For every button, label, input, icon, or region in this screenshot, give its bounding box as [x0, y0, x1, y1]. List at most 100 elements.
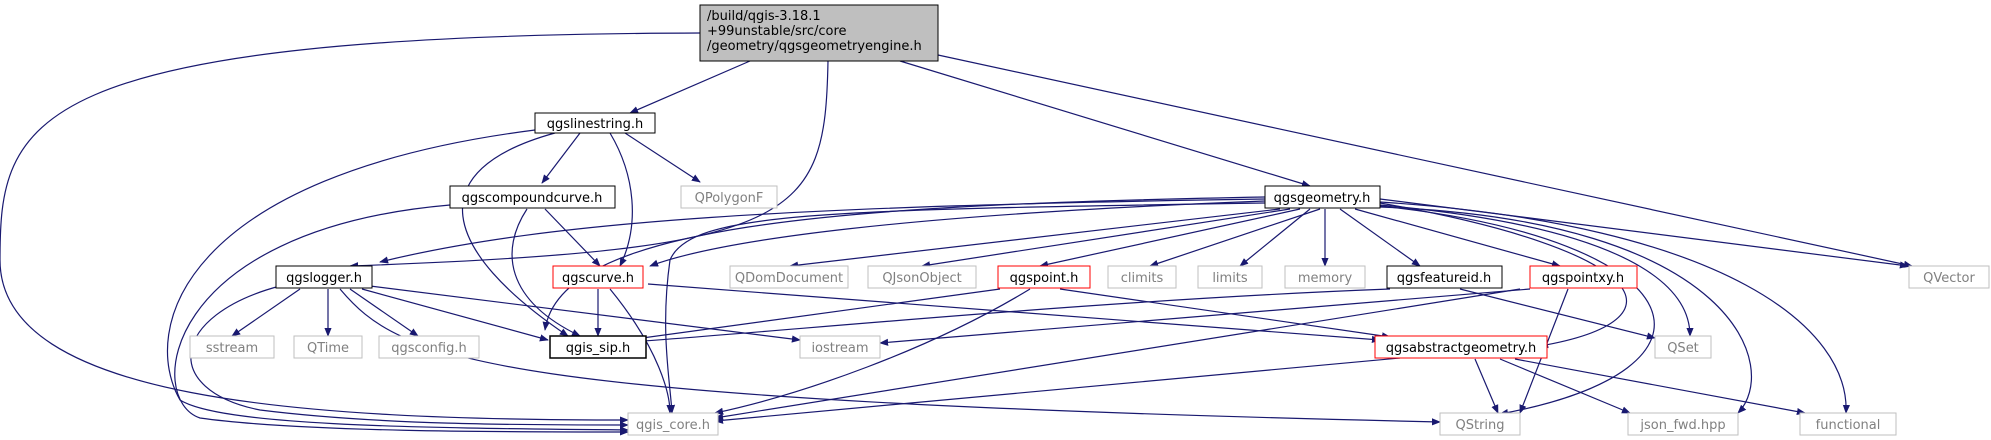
edge-qgscompoundcurve-to-qgis-core	[174, 204, 629, 436]
edge-qgsabstractgeometry-to-qstring	[1474, 358, 1499, 414]
edge-qgsgeometry-to-json-fwd	[1379, 206, 1753, 414]
node-qgis-core: qgis_core.h	[627, 412, 719, 436]
node-qgspointxy[interactable]: qgspointxy.h	[1529, 265, 1638, 289]
root-label-line-1: /build/qgis-3.18.1	[707, 9, 821, 24]
edge-qgslogger-to-iostream	[369, 285, 801, 343]
edge-qgslogger-to-qgis-sip	[361, 288, 549, 342]
node-qgsconfig: qgsconfig.h	[378, 335, 480, 359]
edge-qgsgeometry-to-qgslogger	[379, 198, 1266, 264]
node-label: qgsconfig.h	[391, 341, 466, 356]
node-qgis-sip[interactable]: qgis_sip.h	[549, 335, 647, 359]
node-qdomdocument: QDomDocument	[729, 265, 849, 289]
edge-qgscompoundcurve-to-qgis-sip	[511, 208, 581, 337]
edge-qgspoint-to-qgis-sip	[627, 288, 1001, 343]
node-qgscurve[interactable]: qgscurve.h	[552, 265, 644, 289]
edge-qgsgeometry-to-qgis-sip	[542, 196, 1266, 331]
node-label: json_fwd.hpp	[1639, 418, 1725, 433]
edge-qgsabstractgeometry-to-json-fwd	[1499, 358, 1631, 414]
edge-qgslogger-to-sstream	[231, 288, 301, 337]
node-label: functional	[1816, 418, 1881, 433]
edge-qgslinestring-to-qgscompoundcurve	[541, 132, 581, 184]
edge-qgsgeometry-to-qgsfeatureid	[1339, 208, 1421, 267]
edge-qgsgeometry-to-qgscurve	[649, 200, 1266, 267]
node-functional: functional	[1799, 412, 1897, 436]
node-climits: climits	[1107, 265, 1177, 289]
edge-qgsfeatureid-to-qset	[1459, 288, 1656, 340]
node-qgslogger[interactable]: qgslogger.h	[275, 265, 373, 289]
nodes: /build/qgis-3.18.1 +99unstable/src/core …	[189, 4, 1990, 436]
edges	[0, 32, 1913, 436]
node-label: QSet	[1667, 341, 1699, 356]
node-label: qgis_sip.h	[566, 341, 630, 356]
node-label: qgscurve.h	[562, 271, 634, 286]
edge-qgslogger-to-qgis-core	[190, 285, 629, 429]
node-label: qgslogger.h	[286, 271, 362, 286]
node-sstream: sstream	[189, 335, 275, 359]
edge-qgsgeometry-to-qset	[1379, 204, 1694, 337]
edge-qgspoint-to-qgis-core	[714, 288, 1031, 415]
edge-qgsgeometry-to-qgspoint	[1039, 208, 1301, 268]
edge-qgsabstractgeometry-to-functional	[1514, 358, 1806, 416]
node-label: qgsgeometry.h	[1274, 191, 1371, 206]
node-iostream: iostream	[799, 335, 881, 359]
node-label: memory	[1298, 271, 1353, 286]
edge-qgspointxy-to-qgis-core	[714, 288, 1521, 421]
root-label-line-3: /geometry/qgsgeometryengine.h	[707, 39, 922, 54]
edge-qgslinestring-to-qpolygonf	[624, 132, 701, 183]
edge-qgslinestring-to-qgscurve	[609, 132, 633, 267]
node-qgslinestring[interactable]: qgslinestring.h	[534, 112, 656, 134]
edge-qgslogger-to-qstring	[339, 288, 1441, 426]
edge-root-to-qgslinestring	[629, 60, 751, 114]
node-qgsgeometry[interactable]: qgsgeometry.h	[1264, 185, 1381, 209]
edge-root-to-qgis-core	[0, 32, 701, 424]
edge-qgsgeometry-to-climits	[1149, 208, 1321, 267]
node-label: climits	[1121, 271, 1164, 286]
edge-qgsgeometry-to-qstring	[1379, 205, 1655, 417]
root-node: /build/qgis-3.18.1 +99unstable/src/core …	[699, 4, 939, 62]
node-qgscompoundcurve[interactable]: qgscompoundcurve.h	[449, 185, 616, 209]
node-label: QPolygonF	[695, 191, 764, 206]
node-label: QJsonObject	[882, 271, 961, 286]
edge-qgsgeometry-to-qgspointxy	[1354, 208, 1561, 268]
edge-root-to-qgslogger	[349, 60, 829, 270]
node-label: limits	[1212, 271, 1248, 286]
node-qgspoint[interactable]: qgspoint.h	[997, 265, 1091, 289]
node-label: qgsfeatureid.h	[1397, 271, 1491, 286]
node-label: sstream	[206, 341, 258, 356]
edge-qgsgeometry-to-qdomdocument	[789, 208, 1281, 269]
node-qpolygonf: QPolygonF	[680, 185, 778, 209]
edge-qgsgeometry-to-qgis-core	[665, 202, 1266, 414]
node-json-fwd: json_fwd.hpp	[1627, 412, 1739, 436]
edge-qgsgeometry-to-limits	[1239, 208, 1311, 267]
node-label: qgsabstractgeometry.h	[1386, 341, 1536, 356]
node-qvector: QVector	[1908, 265, 1990, 289]
node-memory: memory	[1284, 265, 1366, 289]
node-qstring: QString	[1439, 412, 1521, 436]
edge-qgscompoundcurve-to-qgscurve	[544, 208, 601, 267]
node-qtime: QTime	[293, 335, 363, 359]
node-label: qgspointxy.h	[1542, 271, 1624, 286]
node-label: qgscompoundcurve.h	[462, 191, 603, 206]
edge-root-to-qvector	[937, 54, 1913, 268]
node-limits: limits	[1197, 265, 1263, 289]
edge-qgsgeometry-to-functional	[1379, 201, 1850, 414]
node-qjsonobject: QJsonObject	[867, 265, 977, 289]
edge-qgsgeometry-to-qjsonobject	[921, 208, 1291, 269]
root-label-line-2: +99unstable/src/core	[707, 24, 847, 39]
edge-qgslogger-to-qgsconfig	[349, 288, 419, 337]
node-qgsabstractgeometry[interactable]: qgsabstractgeometry.h	[1374, 335, 1548, 359]
node-label: iostream	[811, 341, 868, 356]
node-qgsfeatureid[interactable]: qgsfeatureid.h	[1386, 265, 1503, 289]
edge-qgsabstractgeometry-to-qgis-core	[714, 357, 1401, 424]
node-label: qgspoint.h	[1010, 271, 1079, 286]
node-label: QString	[1455, 418, 1504, 433]
node-label: qgslinestring.h	[547, 117, 643, 132]
edge-qgslinestring-to-qgis-sip	[462, 132, 569, 337]
edge-root-to-qgsgeometry	[899, 60, 1311, 188]
node-label: qgis_core.h	[636, 418, 710, 433]
edge-qgspointxy-to-iostream	[879, 288, 1531, 346]
node-label: QTime	[307, 341, 349, 356]
node-label: QVector	[1923, 271, 1975, 286]
edge-qgspoint-to-qgsabstractgeometry	[1059, 288, 1391, 340]
